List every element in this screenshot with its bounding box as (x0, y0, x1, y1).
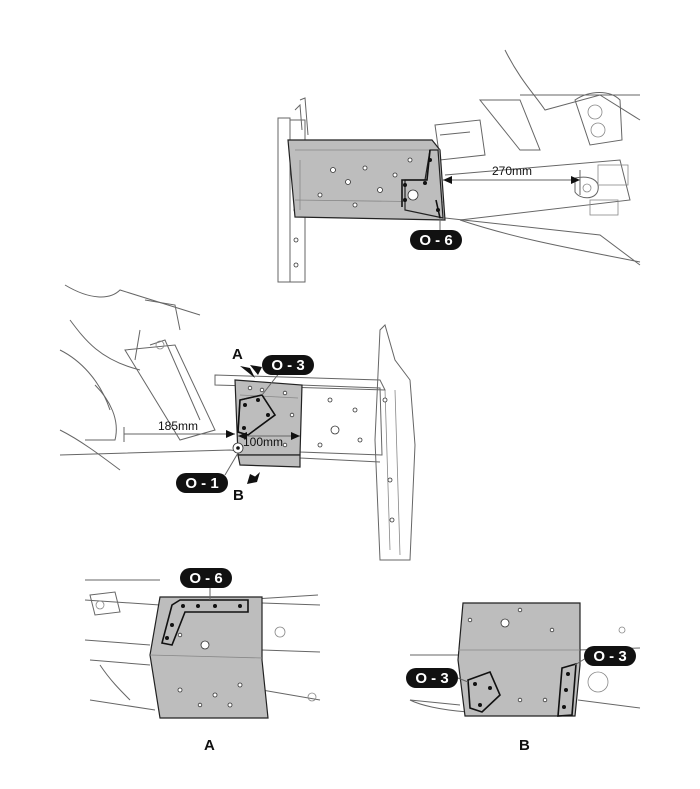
callout-o3-middle: O - 3 (271, 357, 304, 374)
callout-o6-detail-a: O - 6 (189, 570, 222, 587)
arrow-label-a: A (232, 346, 243, 363)
middle-view: A B 185mm 100mm O - 3 O - 1 (59, 284, 416, 561)
caption-b: B (519, 737, 530, 754)
dimension-270: 270mm (492, 164, 532, 178)
top-view: 270mm O - 6 (277, 49, 641, 283)
dimension-100: 100mm (243, 435, 283, 449)
caption-a: A (204, 737, 215, 754)
callout-o1-middle: O - 1 (185, 475, 218, 492)
detail-a: O - 6 A (84, 568, 321, 754)
callout-o3-detail-b-left: O - 3 (415, 670, 448, 687)
callout-o3-detail-b-right: O - 3 (593, 648, 626, 665)
detail-b: O - 3 O - 3 B (406, 602, 641, 754)
arrow-label-b: B (233, 487, 244, 504)
callout-o6-top: O - 6 (419, 232, 452, 249)
dimension-185: 185mm (158, 419, 198, 433)
